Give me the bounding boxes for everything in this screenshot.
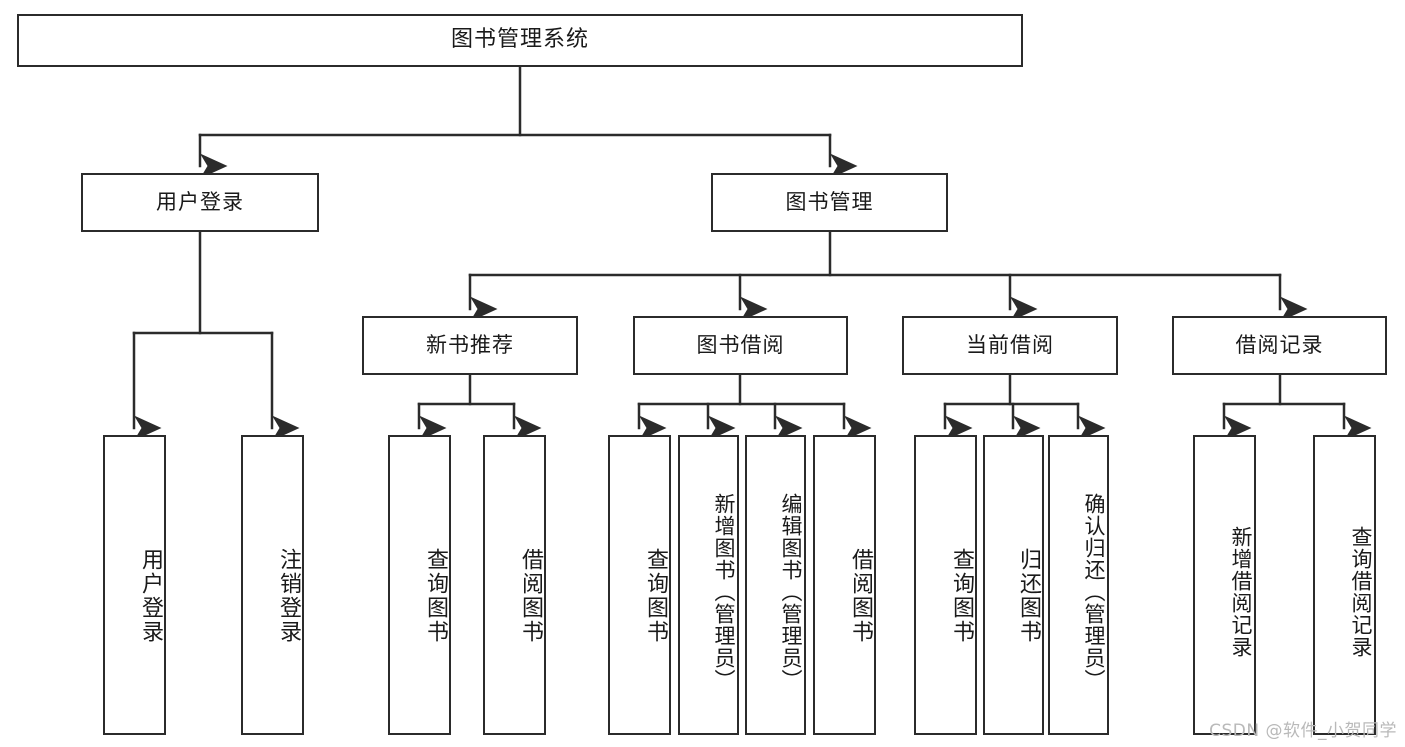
node-leaf-query-book-1[interactable]: 查询图书 xyxy=(388,435,451,735)
node-leaf-confirm-return[interactable]: 确认归还（管理员） xyxy=(1048,435,1109,735)
node-leaf-edit-book[interactable]: 编辑图书（管理员） xyxy=(745,435,806,735)
node-new-book-rec[interactable]: 新书推荐 xyxy=(362,316,578,375)
node-leaf-query-book-2[interactable]: 查询图书 xyxy=(608,435,671,735)
node-book-manage[interactable]: 图书管理 xyxy=(711,173,948,232)
node-user-login[interactable]: 用户登录 xyxy=(81,173,319,232)
node-leaf-borrow-book-2[interactable]: 借阅图书 xyxy=(813,435,876,735)
node-leaf-add-book[interactable]: 新增图书（管理员） xyxy=(678,435,739,735)
node-root[interactable]: 图书管理系统 xyxy=(17,14,1023,67)
node-leaf-return-book[interactable]: 归还图书 xyxy=(983,435,1044,735)
node-leaf-user-login[interactable]: 用户登录 xyxy=(103,435,166,735)
node-current-borrow[interactable]: 当前借阅 xyxy=(902,316,1118,375)
node-leaf-add-record[interactable]: 新增借阅记录 xyxy=(1193,435,1256,735)
node-leaf-query-record[interactable]: 查询借阅记录 xyxy=(1313,435,1376,735)
node-borrow-record[interactable]: 借阅记录 xyxy=(1172,316,1387,375)
watermark-text: CSDN @软件_小贺同学 xyxy=(1209,721,1397,741)
node-book-borrow[interactable]: 图书借阅 xyxy=(633,316,848,375)
node-leaf-borrow-book-1[interactable]: 借阅图书 xyxy=(483,435,546,735)
node-leaf-query-book-3[interactable]: 查询图书 xyxy=(914,435,977,735)
node-leaf-logout[interactable]: 注销登录 xyxy=(241,435,304,735)
